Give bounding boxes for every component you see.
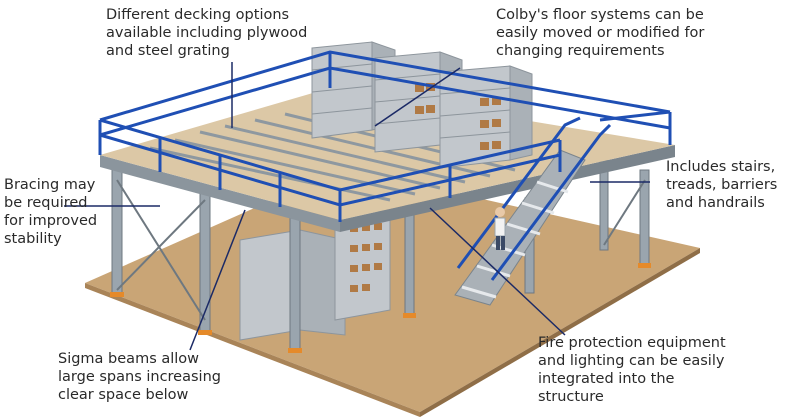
callout-stairs-line-3: and handrails <box>666 195 765 211</box>
callout-stairs: Includes stairs, treads, barriers and ha… <box>666 158 777 212</box>
callout-bracing-line-1: Bracing may <box>4 177 96 193</box>
callout-fire-line-3: integrated into the <box>538 371 675 387</box>
callout-modify: Colby's floor systems can be easily move… <box>496 6 704 60</box>
callout-decking-line-3: and steel grating <box>106 43 230 59</box>
callout-modify-line-3: changing requirements <box>496 43 665 59</box>
deck-edge-right <box>340 145 675 232</box>
callout-decking-line-1: Different decking options <box>106 7 290 23</box>
ground-slab-edge <box>85 283 420 417</box>
callout-fire: Fire protection equipment and lighting c… <box>538 334 726 406</box>
ground-slab-edge-right <box>420 248 700 417</box>
callout-sigma-line-2: large spans increasing <box>58 369 221 385</box>
handrails <box>98 50 672 281</box>
callout-lines <box>64 62 650 351</box>
callout-bracing-line-2: be required <box>4 195 88 211</box>
callout-decking: Different decking options available incl… <box>106 6 307 60</box>
deck-edge-front <box>100 155 340 232</box>
callout-stairs-line-1: Includes stairs, <box>666 159 776 175</box>
callout-bracing: Bracing may be required for improved sta… <box>4 176 97 248</box>
ground-slab <box>85 168 700 412</box>
callout-bracing-line-4: stability <box>4 231 62 247</box>
callout-sigma: Sigma beams allow large spans increasing… <box>58 350 221 404</box>
callout-modify-line-2: easily moved or modified for <box>496 25 705 41</box>
callout-sigma-line-3: clear space below <box>58 387 189 403</box>
mezzanine-deck <box>100 88 675 220</box>
callout-decking-line-2: available including plywood <box>106 25 308 41</box>
cross-bracing <box>116 179 646 321</box>
callout-bracing-line-3: for improved <box>4 213 98 229</box>
upper-shelving <box>311 41 533 169</box>
column-feet <box>110 263 651 353</box>
callout-fire-line-1: Fire protection equipment <box>538 335 726 351</box>
worker-figure <box>494 207 506 250</box>
callout-fire-line-4: structure <box>538 389 604 405</box>
callout-sigma-line-1: Sigma beams allow <box>58 351 200 367</box>
callout-stairs-line-2: treads, barriers <box>666 177 778 193</box>
callout-modify-line-1: Colby's floor systems can be <box>496 7 704 23</box>
callout-fire-line-2: and lighting can be easily <box>538 353 725 369</box>
